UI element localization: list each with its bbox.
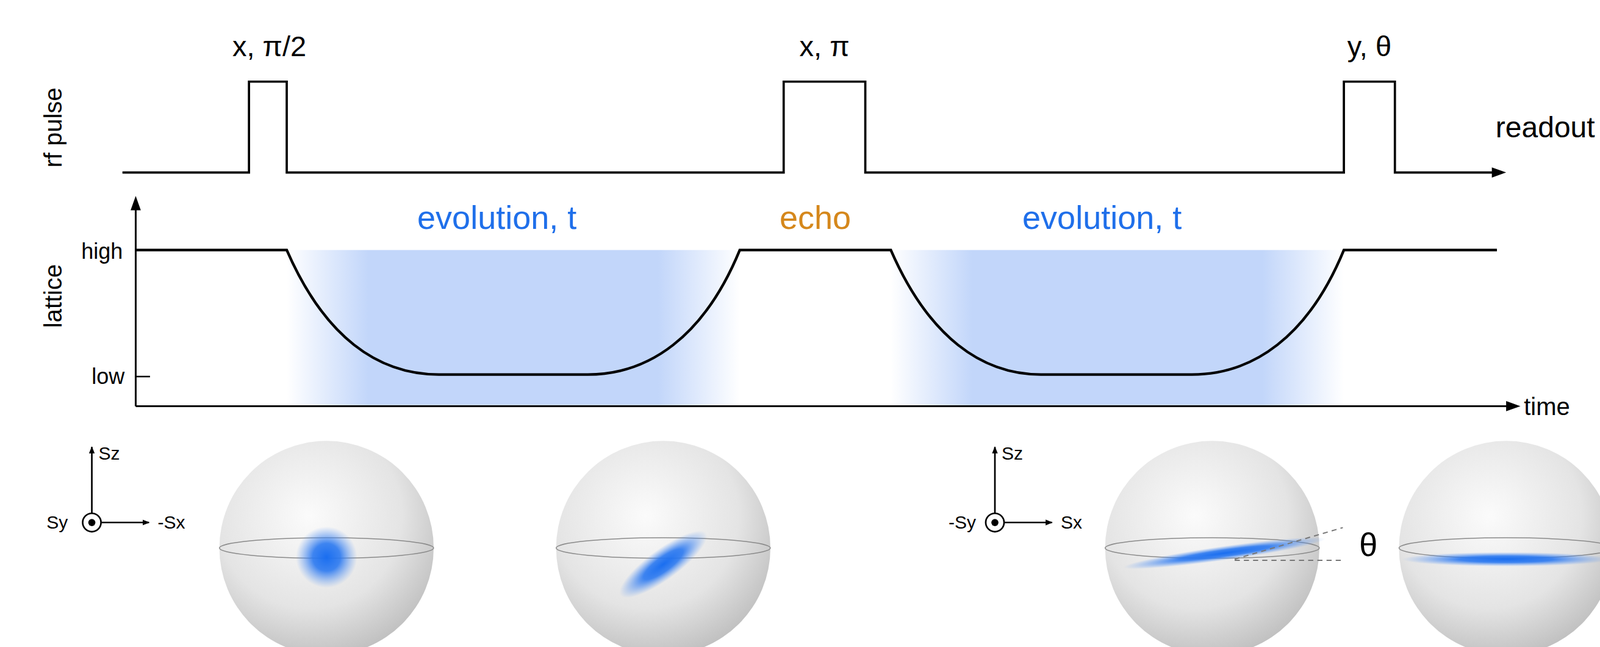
pulse-label: x, π — [799, 31, 850, 61]
lattice-depth-curve — [135, 250, 1497, 375]
bloch-sphere — [556, 440, 771, 647]
spin-axis-label: Sy — [46, 513, 68, 532]
angle-label: θ — [1359, 527, 1378, 561]
pulse-label: x, π/2 — [232, 31, 307, 61]
stage-label: evolution, t — [417, 200, 577, 234]
spin-axis-label: Sz — [1001, 444, 1023, 463]
arrow-head — [130, 195, 141, 210]
bloch-sphere — [1398, 440, 1600, 647]
x-axis — [135, 405, 1508, 407]
stage-label: evolution, t — [1022, 200, 1182, 234]
spin-axis-label: Sz — [98, 444, 120, 463]
pulse-label: y, θ — [1347, 31, 1392, 61]
bloch-sphere — [1105, 440, 1344, 647]
evolution-shading — [890, 250, 1344, 406]
bloch-sphere — [219, 440, 434, 647]
readout-label: readout — [1495, 112, 1596, 143]
axis-title: time — [1523, 394, 1571, 419]
axis-title: lattice — [40, 264, 66, 329]
evolution-shading — [286, 250, 740, 406]
arrow-head — [1492, 167, 1507, 178]
arrow-head — [1506, 400, 1521, 412]
spin-axis-label: -Sx — [157, 513, 186, 532]
spin-axis-label: Sx — [1060, 513, 1083, 532]
level-label: low — [91, 365, 125, 388]
spin-axis-label: -Sy — [948, 513, 976, 532]
axis-title: rf pulse — [40, 87, 66, 168]
axis-tick — [135, 375, 150, 378]
stage-label: echo — [779, 200, 851, 234]
rf-pulse-trace — [122, 81, 1494, 173]
level-label: high — [81, 240, 123, 263]
